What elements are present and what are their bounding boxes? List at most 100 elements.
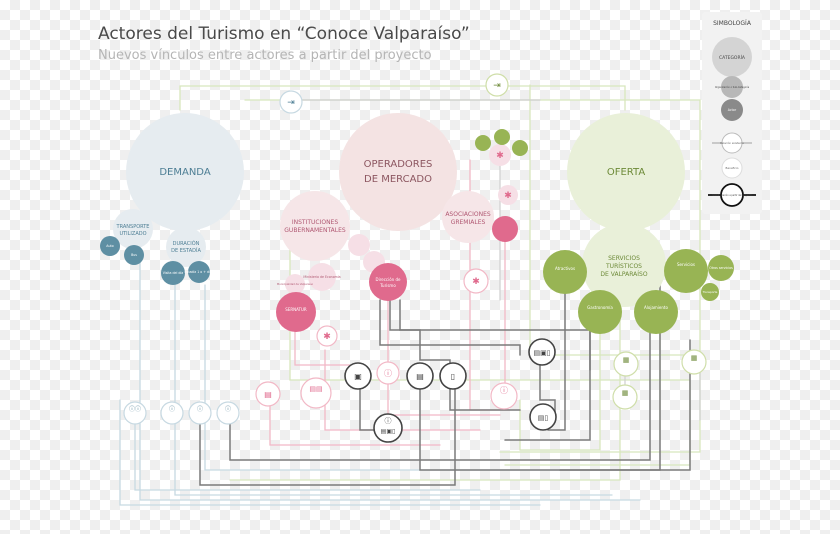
benefit-node-j [681, 349, 707, 375]
ministerio-actor [308, 263, 336, 291]
benefit-node-asociaciones [463, 268, 489, 294]
document-icon: ▤ [416, 372, 424, 381]
legend-actor-circle [721, 99, 743, 121]
benefit-node-c [490, 382, 518, 410]
benefit-node-d [123, 401, 147, 425]
map-icon: ▦ [691, 354, 698, 362]
new-relation-node-2 [406, 362, 434, 390]
estadia-actor-label: Estadía 1 o + días [185, 270, 214, 274]
asociacion-gear-node [498, 185, 518, 205]
benefit-node-g [216, 401, 240, 425]
duracion-label-line1: DURACIÓN [173, 240, 200, 247]
asociaciones-circle [442, 191, 494, 243]
direccion-turismo-actor [369, 263, 407, 301]
operadores-label-line2: DE MERCADO [364, 174, 432, 185]
info-icon: ⓘ [169, 405, 175, 413]
legend-subcategory-label: Organización o Sub-Categoría [715, 86, 750, 89]
visita-dia-actor [161, 261, 185, 285]
tablet-icon: ▣ [354, 372, 362, 381]
legend-existing-label: Relación existente [720, 141, 744, 145]
transporte-label-line1: TRANSPORTE [116, 224, 150, 230]
new-relation-node-3 [439, 362, 467, 390]
legend-heading: SIMBOLOGÍA [713, 20, 752, 27]
municipalidad-actor-label: Municipalidad de Valparaíso [277, 282, 314, 286]
legend-actor-label: Actor [728, 108, 737, 112]
new-relation-node-1 [344, 362, 372, 390]
servicios-actor [664, 249, 708, 293]
exit-icon: ⇥ [493, 81, 501, 91]
document-icon: ▤▯ [538, 414, 548, 422]
info-icon: ⓘ [500, 386, 508, 395]
green-subactor-a [475, 135, 491, 151]
info-icon: ⓘ [197, 405, 203, 413]
demanda-label: DEMANDA [159, 167, 210, 178]
sernatur-actor [276, 292, 316, 332]
operadores-category-circle [339, 113, 457, 231]
document-icon: ▤▣▯ [381, 428, 396, 435]
green-subactor-c [512, 140, 528, 156]
direccion-turismo-label-line1: Dirección de [376, 277, 402, 282]
ministerio-actor-label: Ministerio de Economía [303, 275, 340, 279]
instituciones-circle [280, 191, 350, 261]
green-subactor-b [494, 129, 510, 145]
oferta-category-circle [567, 113, 685, 231]
benefit-node-top-right [485, 73, 509, 97]
asociaciones-label-line2: GREMIALES [451, 219, 486, 226]
gear-icon: ✱ [504, 190, 512, 200]
legend-new-circle [720, 183, 744, 207]
info-icon: ⓘ [225, 405, 231, 413]
benefit-node-top-left [279, 90, 303, 114]
auto-actor-label: Auto [106, 244, 113, 248]
legend-new-label: Nueva relación a partir del proyecto [712, 194, 752, 197]
new-relation-node-6 [373, 413, 403, 443]
servicios-label-line3: DE VALPARAÍSO [600, 271, 647, 278]
legend-existing-circle [721, 132, 743, 154]
gastronomia-actor-label: Gastronomía [587, 305, 613, 310]
benefit-node-f [188, 401, 212, 425]
transporte-circle [113, 209, 153, 249]
duracion-circle [166, 227, 206, 267]
info-icon: ⓘ [385, 417, 392, 425]
legend-benefit-label: Beneficio [726, 166, 739, 170]
pink-subactor-1 [348, 234, 370, 256]
duracion-label-line2: DE ESTADÍA [171, 247, 201, 254]
alojamiento-actor [634, 290, 678, 334]
auto-actor [100, 236, 120, 256]
document-icon: ▤▤ [309, 385, 322, 393]
document-icon: ▤▣▯ [533, 349, 550, 357]
estadia-actor [188, 261, 210, 283]
servicios-label-line2: TURÍSTICOS [605, 263, 642, 270]
page-subtitle: Nuevos vínculos entre actores a partir d… [98, 48, 432, 63]
instituciones-label-line1: INSTITUCIONES [292, 219, 339, 226]
transporte-actor-label: Transporte [702, 290, 718, 294]
operadores-gear-node [489, 144, 511, 166]
node-icons: ⇥ ⇥ ✱ ✱ ⓘ ⓘ ▤ ▤▤ ▣ ▤ ▯ ▤▣▯ ▤▯ ⓘ ▤▣▯ ⓘⓘ ⓘ… [129, 81, 697, 435]
exit-icon: ⇥ [287, 98, 295, 108]
asociaciones-label-line1: ASOCIACIONES [445, 211, 491, 218]
gastronomia-actor [578, 290, 622, 334]
phone-icon: ▯ [451, 372, 455, 381]
alojamiento-actor-label: Alojamiento [644, 305, 668, 310]
legend-subcategory-circle [721, 76, 743, 98]
otros-servicios-actor-label: Otros servicios [709, 266, 733, 270]
gear-icon: ✱ [496, 150, 504, 160]
bus-actor [124, 245, 144, 265]
document-icon: ▤ [264, 390, 272, 399]
visita-dia-actor-label: Visita del día [163, 271, 184, 275]
bus-actor-label: Bus [131, 253, 137, 257]
benefit-node-b [300, 377, 332, 409]
benefit-nodes [123, 73, 707, 425]
servicios-turisticos-circle [582, 223, 666, 307]
legend-category-circle [712, 37, 752, 77]
benefit-node-direccion [376, 361, 400, 385]
sernatur-actor-label: SERNATUR [285, 307, 307, 312]
atractivos-actor [543, 250, 587, 294]
oferta-label: OFERTA [607, 167, 645, 178]
transporte-label-line2: UTILIZADO [119, 231, 146, 237]
benefit-node-sernatur [316, 325, 338, 347]
direccion-turismo-label-line2: Turismo [379, 283, 396, 288]
info-icon: ⓘ [384, 369, 392, 378]
info-icon: ⓘⓘ [129, 405, 141, 413]
page-title: Actores del Turismo en “Conoce Valparaís… [98, 24, 470, 44]
